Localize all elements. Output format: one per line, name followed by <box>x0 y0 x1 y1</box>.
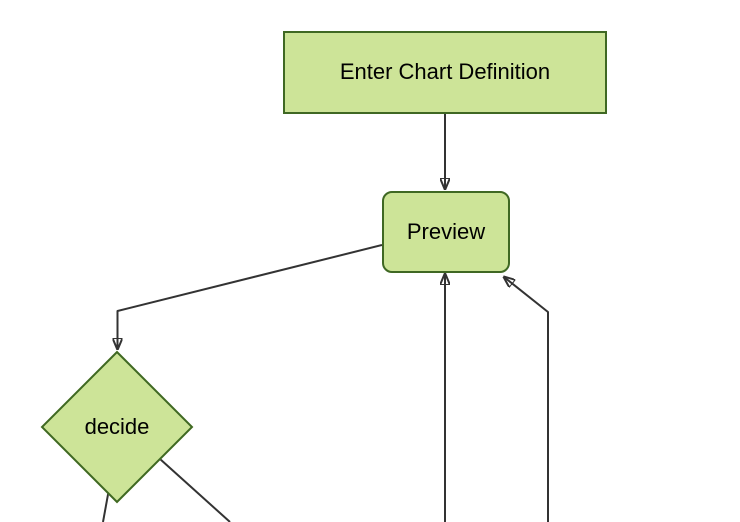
node-label: Enter Chart Definition <box>339 59 551 85</box>
node-label: decide <box>84 414 150 439</box>
edge-bottom-right-to-preview <box>504 277 549 522</box>
node-preview: Preview <box>382 191 510 273</box>
node-decide: decide <box>40 350 194 504</box>
node-enter-chart-definition: Enter Chart Definition <box>283 31 607 114</box>
edge-preview-to-decide <box>118 244 383 349</box>
edge-decide-to-offscreen-right <box>149 449 231 522</box>
node-label: Preview <box>406 218 486 244</box>
